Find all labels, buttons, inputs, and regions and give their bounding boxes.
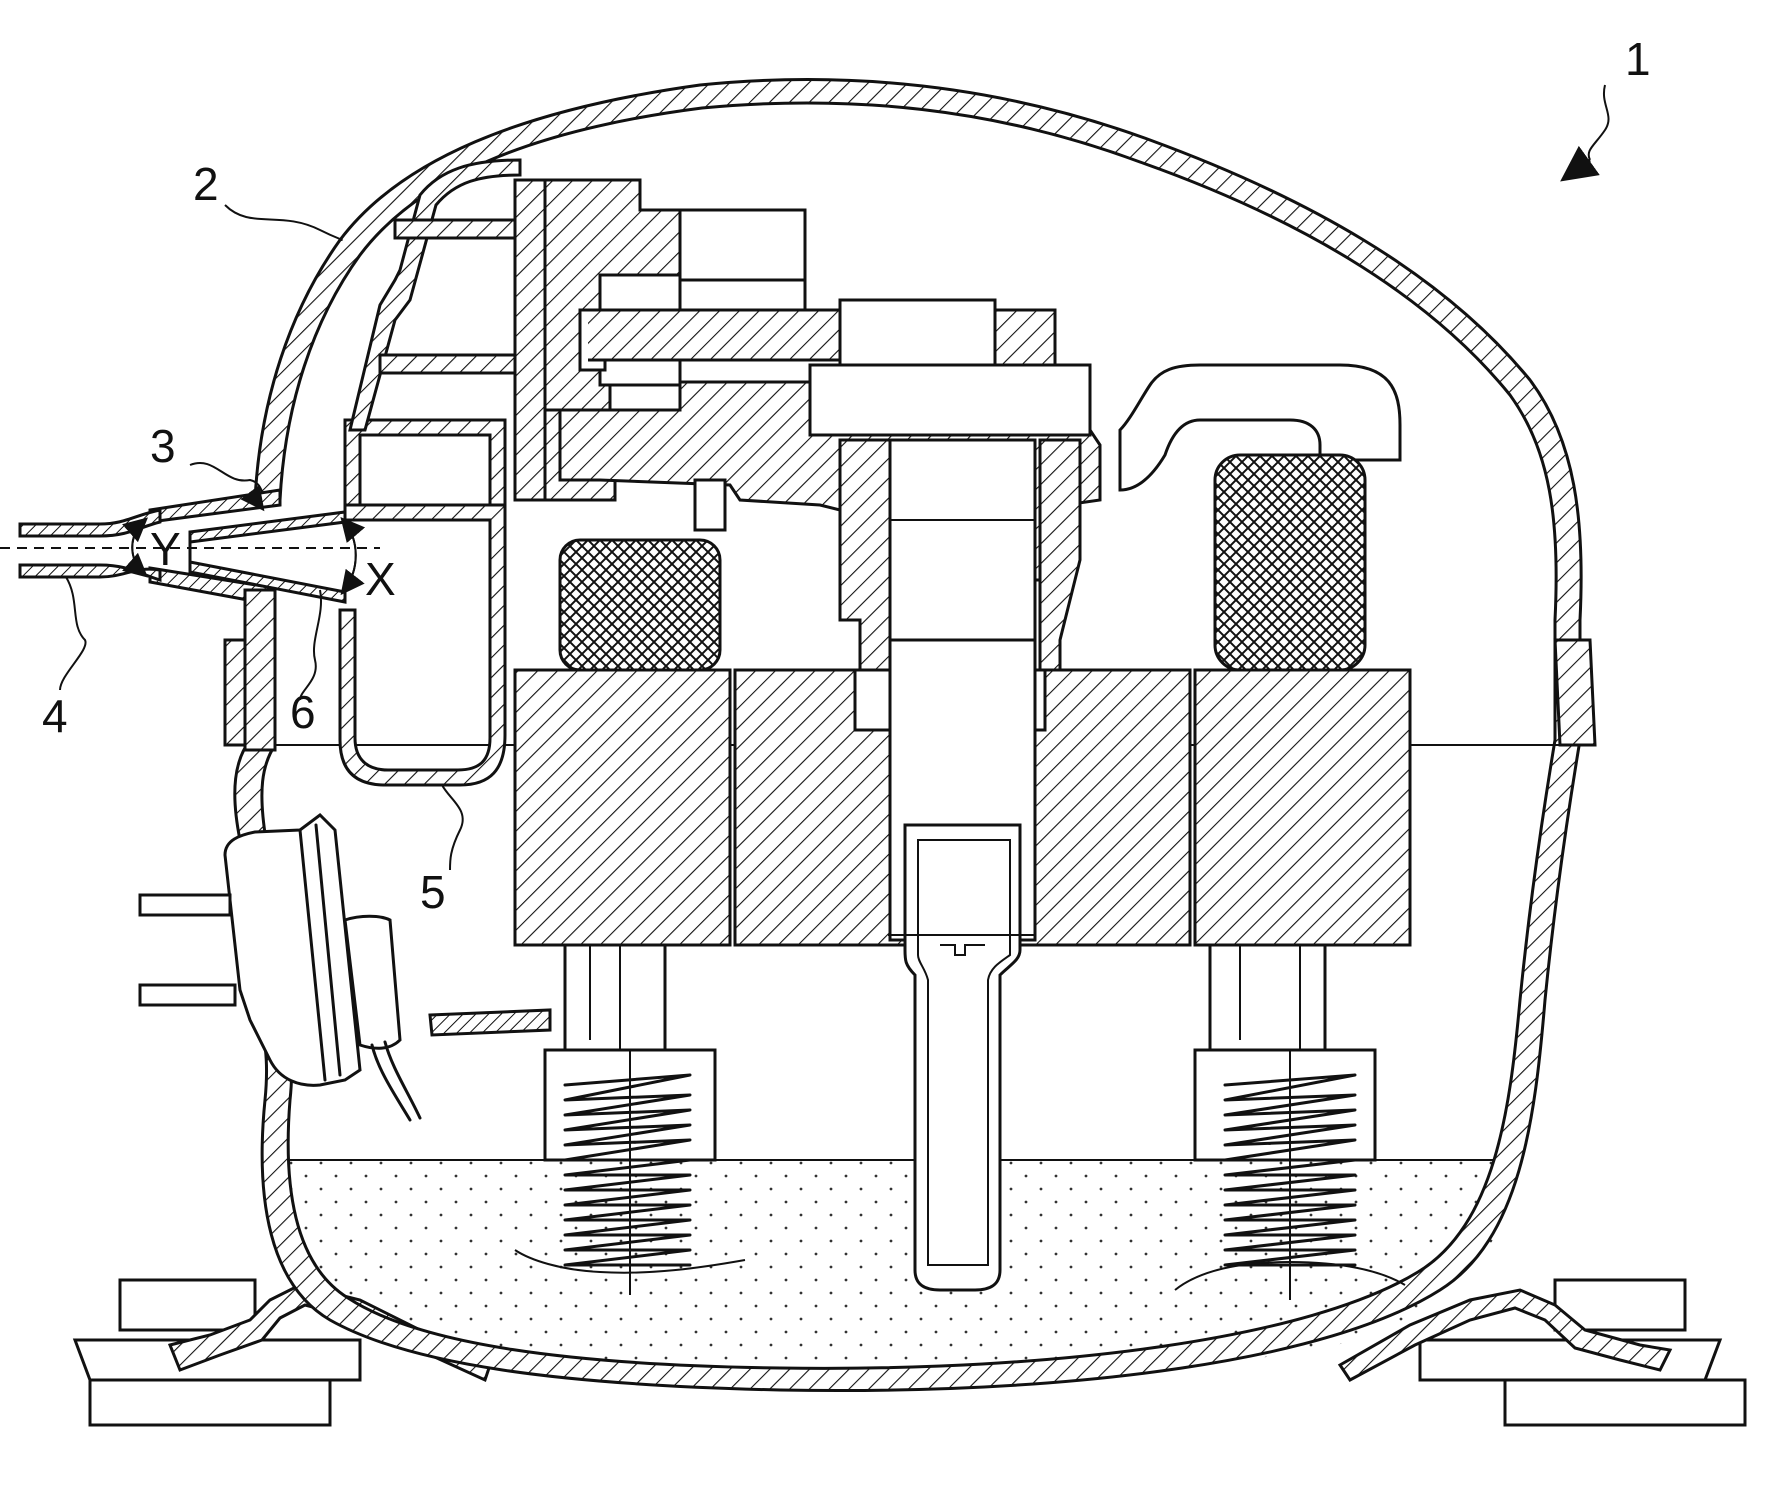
angle-indicators — [122, 516, 366, 596]
right-suspension-spring — [1174, 943, 1406, 1300]
crankcase-block — [558, 208, 1102, 722]
muffler-inlet-tube — [188, 510, 347, 604]
angle-label-x: X — [365, 553, 396, 605]
crankshaft — [888, 438, 1037, 1292]
terminal-connector — [138, 813, 552, 1122]
leader-lines — [59, 84, 1610, 871]
ref-numeral-5: 5 — [420, 866, 446, 918]
stator-winding-right — [1213, 453, 1367, 672]
suction-muffler — [338, 158, 522, 787]
left-suspension-spring — [514, 943, 746, 1295]
ref-numeral-6: 6 — [290, 686, 316, 738]
ref-numeral-4: 4 — [42, 690, 68, 742]
stator-winding-left — [558, 538, 722, 672]
ref-numeral-2: 2 — [193, 158, 219, 210]
ref-numeral-3: 3 — [150, 420, 176, 472]
right-mounting-foot — [1337, 1278, 1747, 1427]
left-mounting-foot — [72, 1278, 492, 1427]
ref-numeral-1: 1 — [1625, 33, 1651, 85]
angle-label-y: Y — [150, 523, 181, 575]
